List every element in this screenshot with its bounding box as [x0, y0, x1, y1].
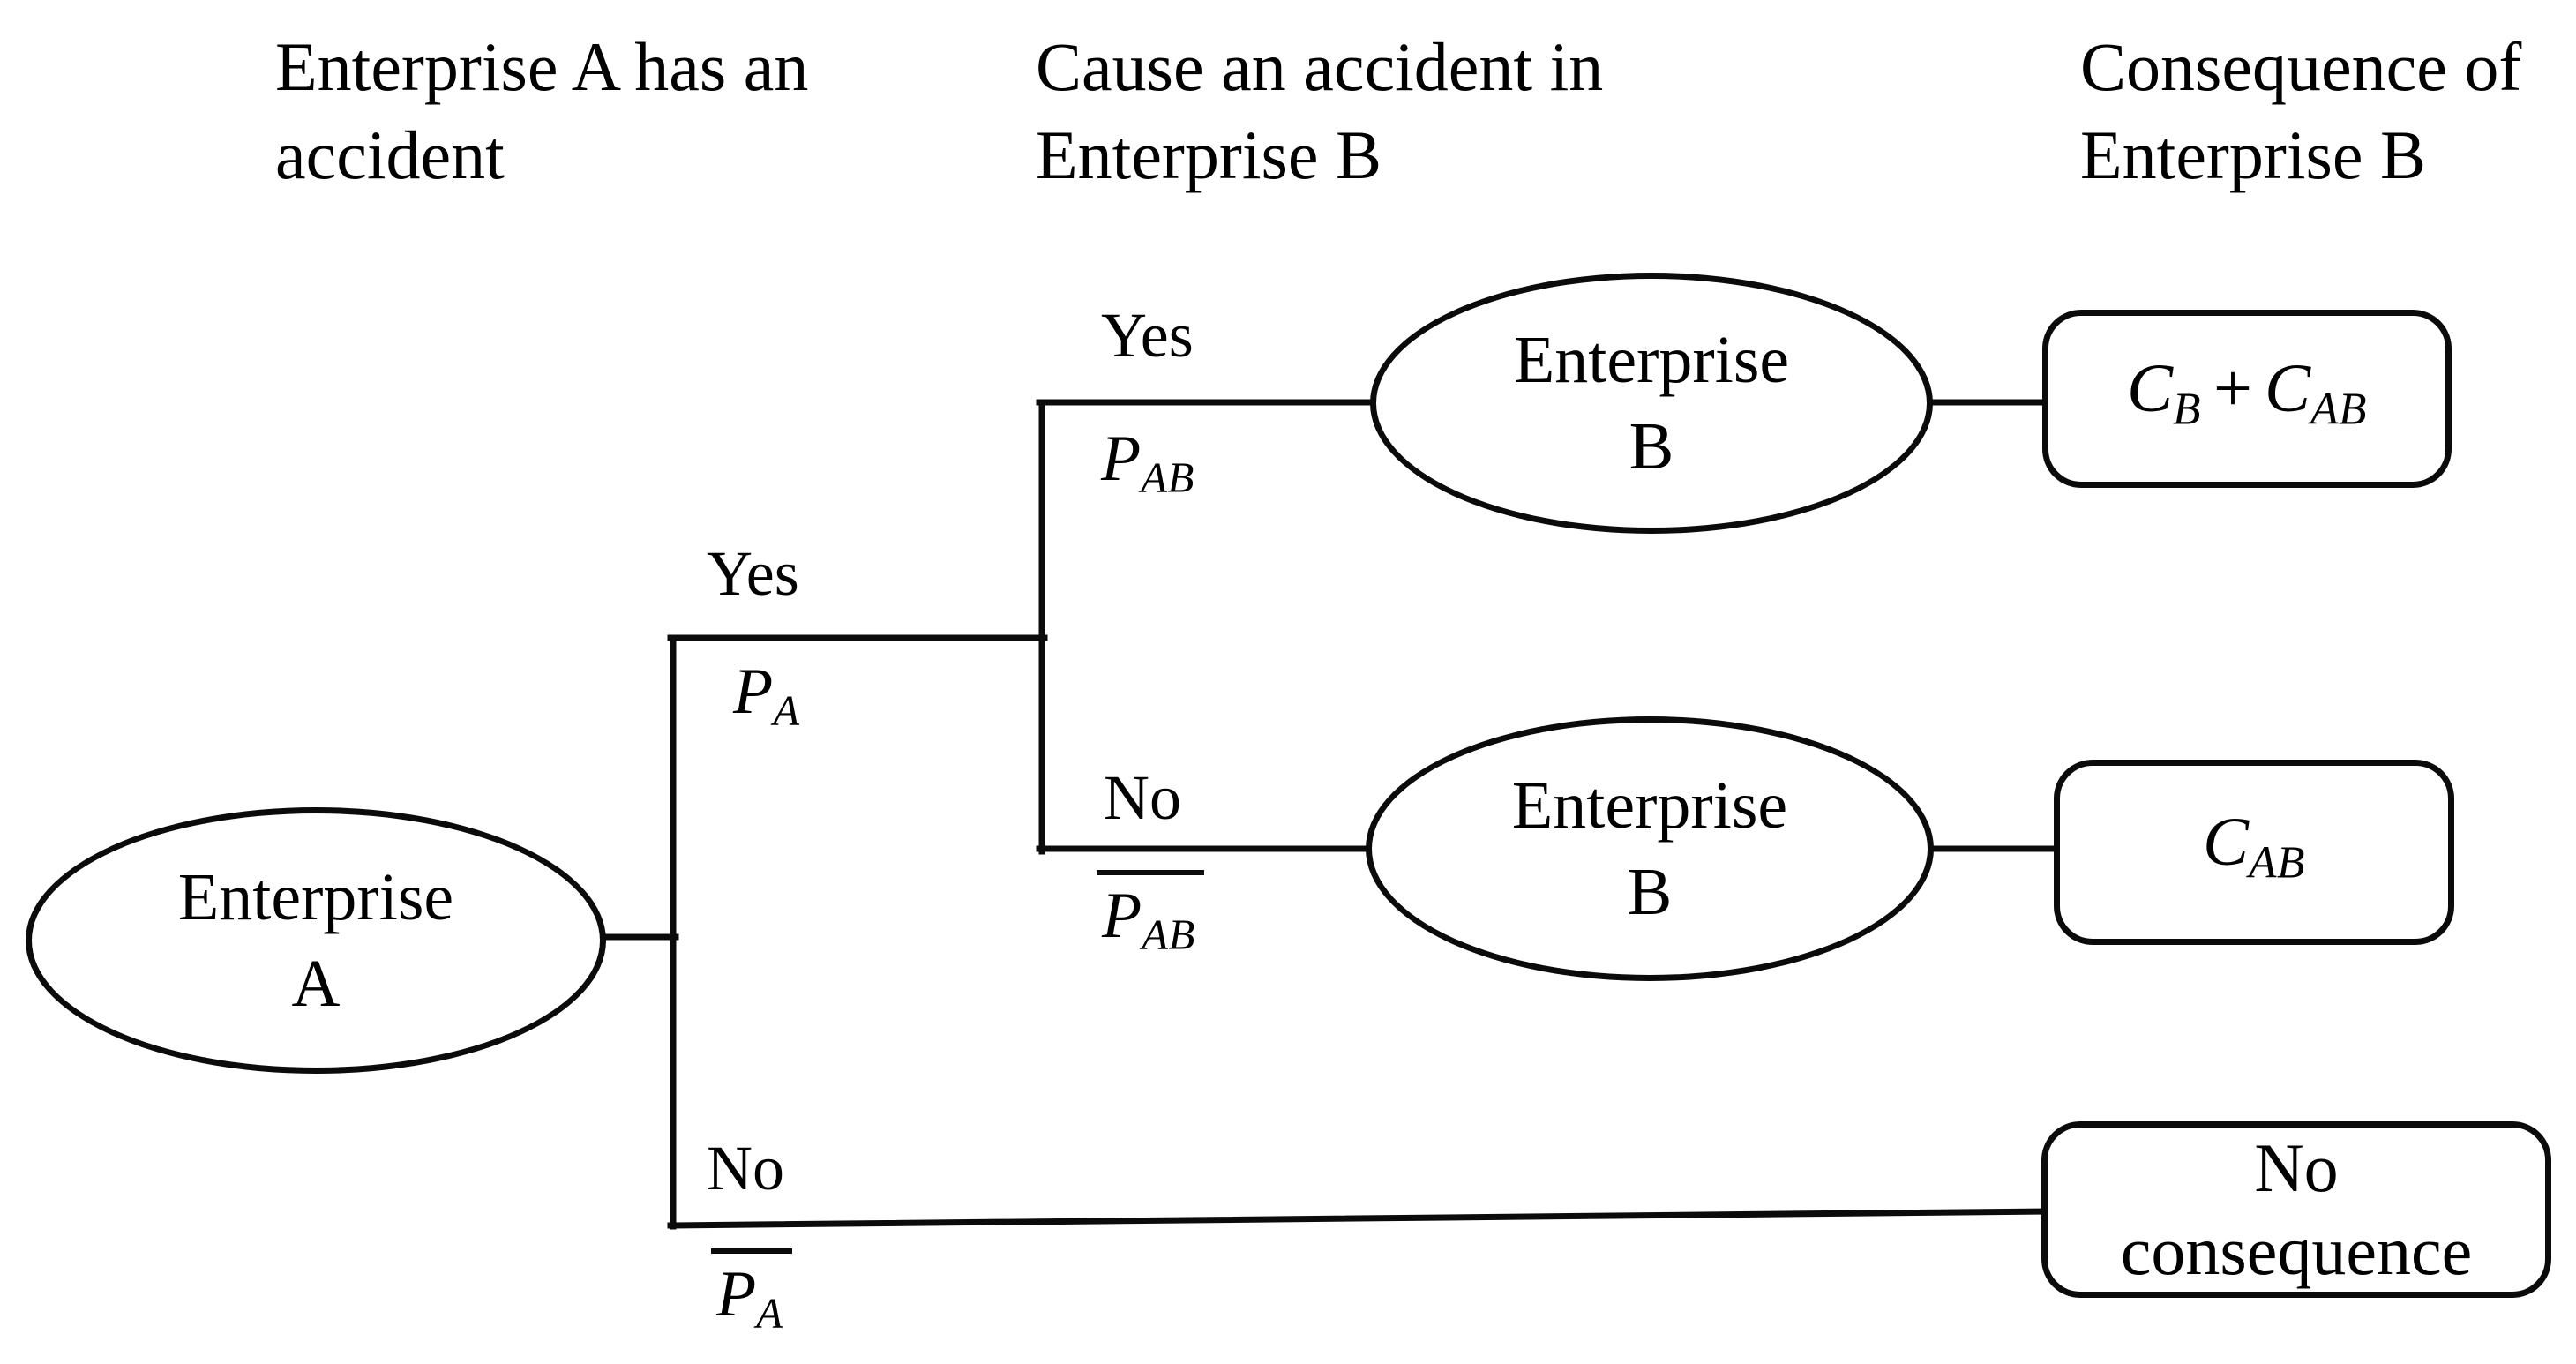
header-line: Enterprise A has an [275, 28, 809, 105]
term-subscript: B [2173, 384, 2201, 435]
branch-l1-yes-probability: PA [733, 656, 800, 746]
negation-overline: PA [711, 1248, 792, 1349]
node-label-line: Enterprise [1511, 768, 1788, 843]
outcome-formula: CB+CAB [2127, 346, 2367, 452]
header-consequence-b: Consequence of Enterprise B [2080, 23, 2521, 199]
branch-l2-yes-probability: PAB [1101, 423, 1194, 513]
node-label-line: B [1627, 855, 1673, 929]
edge-l1-no [667, 1208, 2048, 1229]
term-base: C [2203, 802, 2250, 880]
prob-base: P [1102, 880, 1142, 952]
outcome-label-line: No [2254, 1129, 2339, 1206]
outcome-box-cab: CAB [2054, 760, 2454, 945]
node-enterprise-b-bottom: Enterprise B [1366, 716, 1934, 981]
prob-subscript: A [756, 1288, 783, 1338]
outcome-label-line: consequence [2120, 1212, 2473, 1289]
branch-l2-yes-label: Yes [1101, 300, 1194, 371]
prob-subscript: AB [1141, 453, 1194, 502]
outcome-box-cb-plus-cab: CB+CAB [2042, 310, 2452, 488]
negation-overline: PAB [1097, 870, 1204, 971]
node-label-line: Enterprise [177, 860, 454, 934]
term-base: C [2265, 348, 2311, 426]
branch-l1-no-label: No [707, 1133, 784, 1203]
term-subscript: AB [2249, 837, 2305, 888]
prob-subscript: A [773, 686, 800, 735]
outcome-box-no-consequence: No consequence [2041, 1121, 2551, 1298]
header-line: Cause an accident in [1036, 28, 1604, 105]
node-label-line: B [1629, 409, 1674, 483]
header-cause-accident-b: Cause an accident in Enterprise B [1036, 23, 1603, 199]
branch-l2-no-probability: PAB [1097, 870, 1204, 971]
node-label-line: A [291, 947, 341, 1021]
outcome-formula: CAB [2203, 799, 2305, 905]
header-line: Enterprise B [2080, 116, 2427, 193]
prob-subscript: AB [1142, 910, 1195, 959]
prob-base: P [716, 1258, 757, 1330]
header-line: Enterprise B [1036, 116, 1382, 193]
prob-base: P [733, 656, 774, 728]
term-base: C [2126, 348, 2174, 426]
term-subscript: AB [2310, 384, 2367, 435]
plus-operator: + [2213, 348, 2253, 426]
branch-l1-yes-label: Yes [707, 538, 799, 609]
header-line: accident [275, 116, 505, 193]
branch-l1-no-probability: PA [711, 1248, 792, 1349]
prob-base: P [1101, 423, 1142, 495]
branch-l2-no-label: No [1104, 762, 1181, 833]
header-enterprise-a-accident: Enterprise A has an accident [275, 23, 808, 199]
node-enterprise-b-top: Enterprise B [1370, 273, 1933, 534]
header-line: Consequence of [2080, 28, 2522, 105]
node-label-line: Enterprise [1513, 323, 1790, 397]
node-enterprise-a: Enterprise A [26, 807, 606, 1074]
